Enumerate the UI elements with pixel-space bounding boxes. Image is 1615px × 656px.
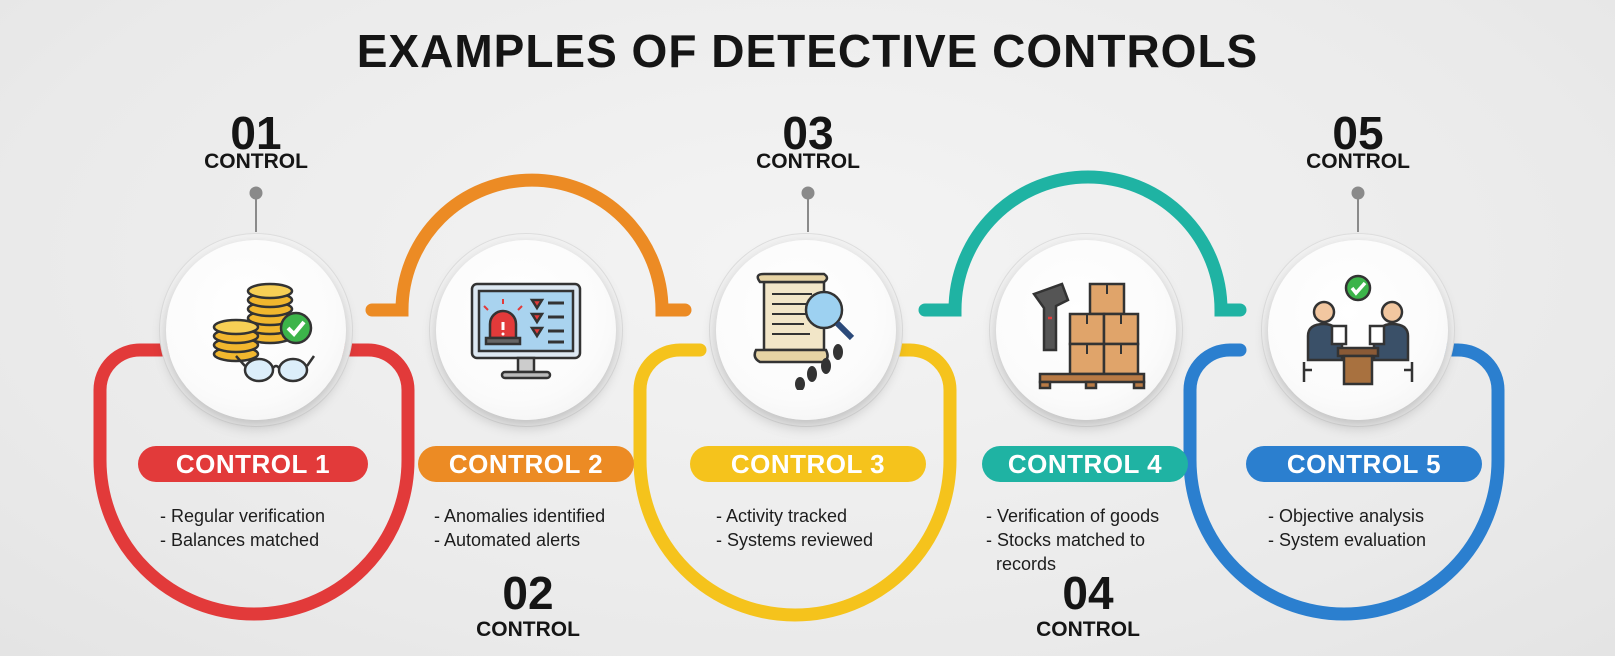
control-2-circle xyxy=(436,240,616,420)
bullet-item: - Objective analysis xyxy=(1268,506,1425,526)
bullet-item: - Activity tracked xyxy=(716,506,848,526)
auditors-meeting-check-icon xyxy=(1302,274,1414,386)
control-5-circle xyxy=(1268,240,1448,420)
connector-blue xyxy=(1183,343,1505,621)
control-4-bullets: - Verification of goods - Stocks matched… xyxy=(986,504,1216,576)
page-title: EXAMPLES OF DETECTIVE CONTROLS xyxy=(356,25,1259,77)
control-4-number-label: CONTROL xyxy=(1036,618,1140,641)
bullet-item: - System evaluation xyxy=(1268,530,1427,550)
control-3-number: 03 xyxy=(782,107,834,159)
control-1-pill: CONTROL 1 xyxy=(138,446,368,482)
control-5-bullets: - Objective analysis - System evaluation xyxy=(1268,504,1498,552)
monitor-alarm-alerts-icon xyxy=(470,282,582,380)
control-5-pill: CONTROL 5 xyxy=(1246,446,1482,482)
bullet-item: - Balances matched xyxy=(160,530,320,550)
barcode-scanner-boxes-icon xyxy=(1032,282,1146,390)
control-2-number: 02 xyxy=(502,567,554,619)
control-5-number: 05 xyxy=(1332,107,1384,159)
connector-yellow xyxy=(633,343,957,622)
control-4-pill: CONTROL 4 xyxy=(982,446,1188,482)
bullet-item: - Regular verification xyxy=(160,506,326,526)
control-4-circle xyxy=(996,240,1176,420)
control-2-pill: CONTROL 2 xyxy=(418,446,634,482)
coins-glasses-check-icon xyxy=(212,282,316,383)
bullet-item: - Automated alerts xyxy=(434,530,581,550)
connector-red xyxy=(93,343,415,621)
control-3-circle xyxy=(716,240,896,420)
control-3-bullets: - Activity tracked - Systems reviewed xyxy=(716,504,946,552)
connector-teal xyxy=(918,170,1247,317)
control-3-number-label: CONTROL xyxy=(756,150,860,173)
control-1-number-label: CONTROL xyxy=(204,150,308,173)
control-2-bullets: - Anomalies identified - Automated alert… xyxy=(434,504,664,552)
control-3-pill: CONTROL 3 xyxy=(690,446,926,482)
control-1-circle xyxy=(166,240,346,420)
control-5-number-label: CONTROL xyxy=(1306,150,1410,173)
control-2-number-label: CONTROL xyxy=(476,618,580,641)
control-1-number: 01 xyxy=(230,107,282,159)
document-magnifier-footprints-icon xyxy=(753,272,855,390)
bullet-item: records xyxy=(996,554,1057,574)
connector-orange xyxy=(365,173,692,317)
bullet-item: - Systems reviewed xyxy=(716,530,874,550)
bullet-item: - Stocks matched to xyxy=(986,530,1146,550)
control-4-number: 04 xyxy=(1062,567,1114,619)
control-1-bullets: - Regular verification - Balances matche… xyxy=(160,504,390,552)
bullet-item: - Verification of goods xyxy=(986,506,1160,526)
bullet-item: - Anomalies identified xyxy=(434,506,606,526)
